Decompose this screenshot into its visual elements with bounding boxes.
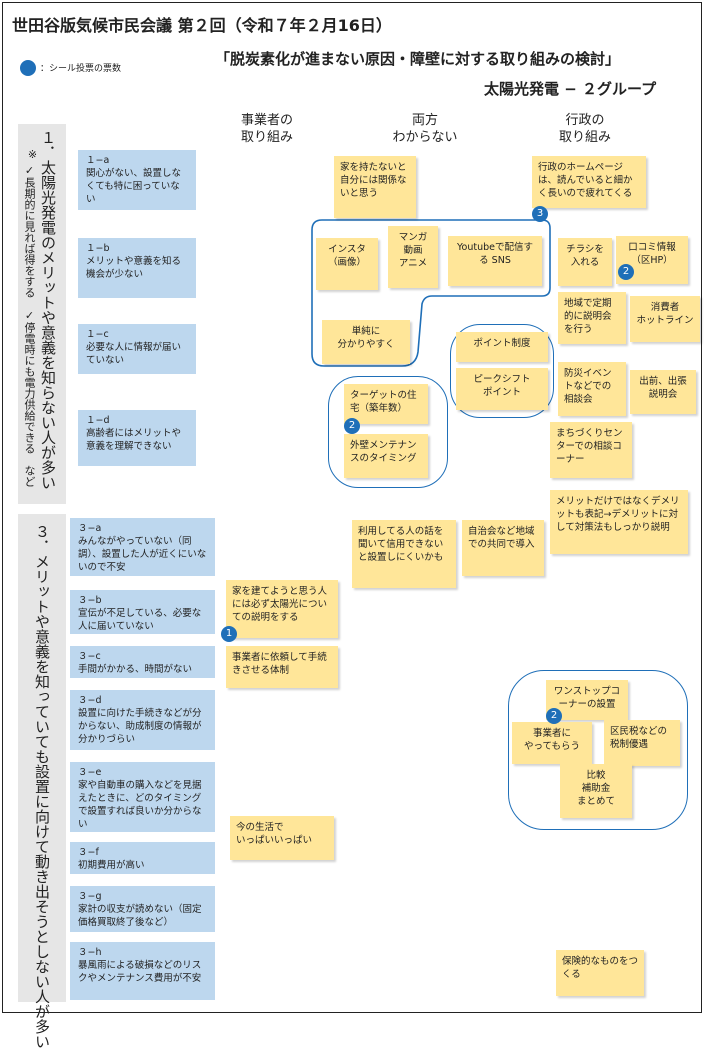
section1-title: １．太陽光発電のメリットや意義を知らない人が多い [39, 130, 57, 490]
sticky-note: 事業者に やってもらう [512, 722, 592, 764]
vote-badge: 1 [221, 626, 237, 642]
column-header-business: 事業者の 取り組み [240, 113, 293, 145]
page-frame [2, 2, 702, 1013]
item-text: 手間がかかる、時間がない [78, 664, 193, 675]
vote-badge: 2 [618, 264, 634, 280]
item-code: ３−d [78, 695, 102, 706]
item-text: メリットや意義を知る機会が少ない [86, 256, 182, 280]
group-label: 太陽光発電 − ２グループ [484, 80, 657, 98]
sticky-note: ポイント制度 [456, 332, 548, 362]
item-text: 必要な人に情報が届いていない [86, 342, 182, 366]
section3-title: ３．メリットや意義を知っていても設置に向けて動き出そうとしない人が多い [33, 524, 51, 1049]
sticky-note: 出前、出張 説明会 [630, 370, 696, 414]
vote-badge: 2 [546, 708, 562, 724]
onestop-group-outline [508, 670, 688, 830]
item-code: ３−b [78, 595, 102, 606]
section1-panel: １．太陽光発電のメリットや意義を知らない人が多い ※ ✓長期的に見れば得をする … [18, 124, 66, 504]
sticky-note: 自治会など地域での共同で導入 [462, 520, 544, 576]
item-code: ３−e [78, 767, 102, 778]
item-code: １−a [86, 155, 110, 166]
sticky-note: 行政のホームページは、読んでいると細かく長いので疲れてくる [532, 156, 646, 208]
item-text: みんながやっていない（同調）、設置した人が近くにいないので不安 [78, 536, 207, 573]
sticky-note: ワンストップコーナーの設置 [546, 680, 628, 720]
sticky-note: マンガ 動画 アニメ [388, 226, 438, 288]
sticky-note: Youtubeで配信する SNS [448, 236, 542, 286]
vote-badge: 2 [344, 418, 360, 434]
item-text: 家計の収支が読めない（固定価格買取終了後など） [78, 904, 202, 928]
sticky-note: 今の生活で いっぱいいっぱい [230, 816, 334, 860]
group-outlines [311, 219, 551, 367]
sticky-note: 消費者 ホットライン [630, 296, 700, 342]
sticky-note: 防災イベントなどでの相談会 [558, 362, 626, 416]
sns-group-outline [311, 219, 551, 367]
item-text: 設置に向けた手続きなどが分からない、助成制度の情報が分かりづらい [78, 708, 202, 745]
sticky-note: 比較 補助金 まとめて [560, 764, 632, 818]
section3-item: ３−g 家計の収支が読めない（固定価格買取終了後など） [70, 886, 215, 932]
sticky-note: ターゲットの住宅（築年数） [344, 384, 428, 424]
sticky-note: まちづくりセンターでの相談コーナー [550, 422, 632, 478]
item-code: １−d [86, 415, 110, 426]
item-code: ３−f [78, 847, 99, 858]
item-text: 関心がない、設置しなくても特に困っていない [86, 168, 182, 205]
section1-note: ✓長期的に見れば得をする ✓停電時にも電力供給できる など [23, 164, 36, 487]
sticky-note: ピークシフト ポイント [456, 368, 548, 410]
section1-item: １−b メリットや意義を知る機会が少ない [78, 238, 196, 298]
section3-item: ３−b 宣伝が不足している、必要な人に届いていない [70, 590, 215, 634]
sticky-note: チラシを 入れる [558, 238, 612, 286]
sticky-note: 家を建てようと思う人には必ず太陽光についての説明をする [226, 580, 338, 638]
sticky-note: 外壁メンテナンスのタイミング [344, 434, 428, 478]
section1-item: １−c 必要な人に情報が届いていない [78, 324, 196, 374]
section3-item: ３−e 家や自動車の購入などを見据えたときに、どのタイミングで設置すれば良いか分… [70, 762, 215, 832]
section1-item: １−d 高齢者にはメリットや意義を理解できない [78, 410, 196, 466]
section3-item: ３−d 設置に向けた手続きなどが分からない、助成制度の情報が分かりづらい [70, 690, 215, 750]
section3-item: ３−c 手間がかかる、時間がない [70, 646, 215, 678]
item-text: 暴風雨による破損などのリスクやメンテナンス費用が不安 [78, 960, 202, 984]
item-code: ３−a [78, 523, 102, 534]
sticky-note: 家を持たないと自分には関係ないと思う [334, 156, 416, 218]
item-text: 宣伝が不足している、必要な人に届いていない [78, 608, 202, 632]
item-code: １−c [86, 329, 109, 340]
sticky-note: インスタ （画像） [316, 238, 378, 290]
vote-badge: 3 [532, 206, 548, 222]
sticky-note: 区民税などの税制優遇 [604, 720, 680, 766]
item-text: 家や自動車の購入などを見据えたときに、どのタイミングで設置すれば良いか分からない [78, 780, 202, 830]
item-code: １−b [86, 243, 110, 254]
sticky-note: 利用してる人の話を聞いて信用できないと設置しにくいかも [352, 520, 456, 588]
section3-item: ３−h 暴風雨による破損などのリスクやメンテナンス費用が不安 [70, 942, 215, 1000]
vote-dot-icon [20, 60, 36, 76]
item-text: 高齢者にはメリットや意義を理解できない [86, 428, 182, 452]
item-code: ３−g [78, 891, 102, 902]
item-code: ３−h [78, 947, 102, 958]
target-group-outline [328, 376, 448, 488]
sticky-note: 地域で定期的に説明会を行う [558, 292, 626, 344]
page-subtitle: 「脱炭素化が進まない原因・障壁に対する取り組みの検討」 [215, 50, 621, 68]
section1-item: １−a 関心がない、設置しなくても特に困っていない [78, 150, 196, 210]
sticky-note: 保険的なものをつくる [556, 950, 644, 996]
section3-item: ３−a みんながやっていない（同調）、設置した人が近くにいないので不安 [70, 518, 215, 576]
item-text: 初期費用が高い [78, 860, 145, 871]
sticky-note: メリットだけではなくデメリットも表記→デメリットに対して対策法もしっかり説明 [550, 490, 688, 554]
sticky-note: 事業者に依頼して手続きさせる体制 [226, 646, 338, 688]
page-title: 世田谷版気候市民会議 第２回（令和７年２月16日） [12, 16, 392, 35]
legend-label: ：シール投票の票数 [40, 64, 122, 74]
column-header-government: 行政の 取り組み [558, 113, 611, 145]
points-group-outline [450, 324, 554, 418]
sticky-note: 単純に 分かりやすく [322, 320, 410, 364]
item-code: ３−c [78, 651, 101, 662]
section3-panel: ３．メリットや意義を知っていても設置に向けて動き出そうとしない人が多い [18, 514, 66, 1049]
section1-note-mark: ※ [26, 148, 39, 161]
section3-item: ３−f 初期費用が高い [70, 842, 215, 874]
column-header-both: 両方 わからない [392, 113, 458, 145]
